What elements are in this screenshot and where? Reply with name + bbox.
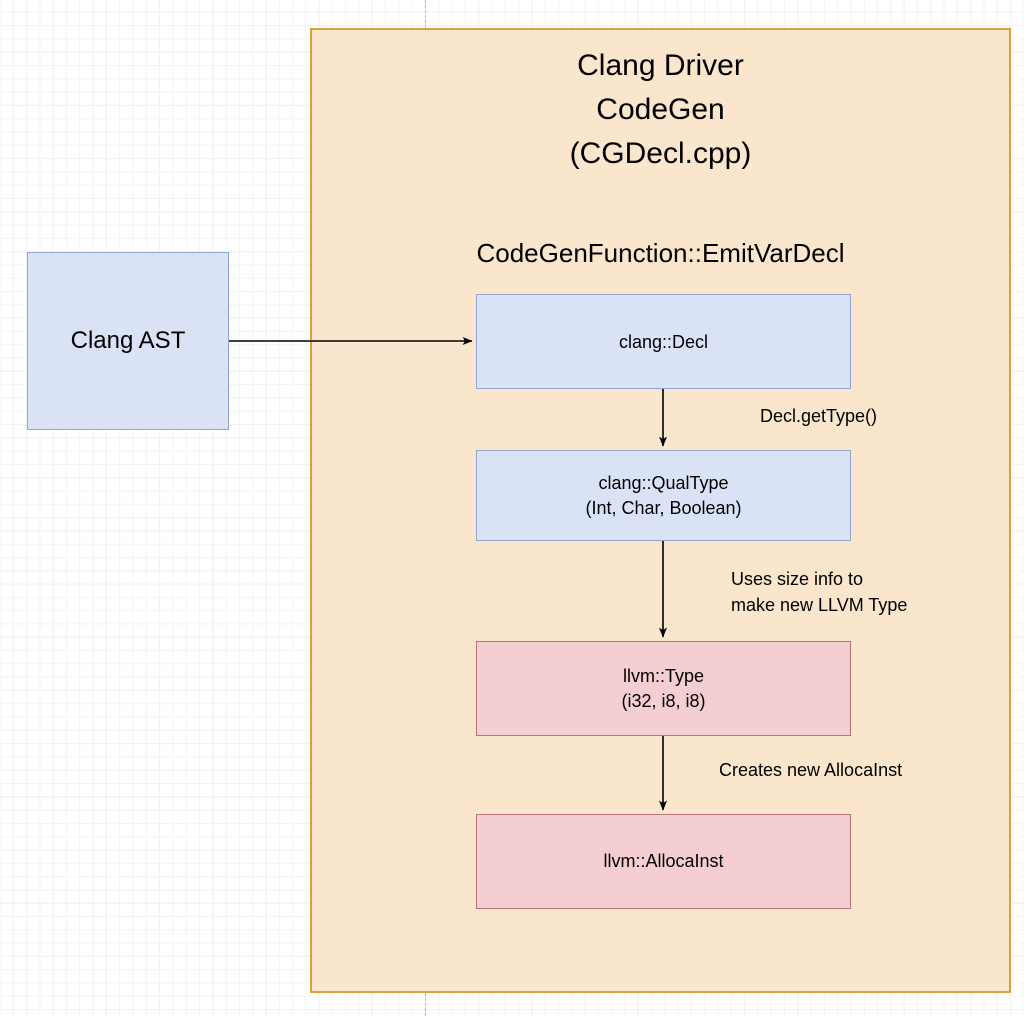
node-clang-decl[interactable]: clang::Decl — [476, 294, 851, 389]
edge-label-uses-size-info: Uses size info to make new LLVM Type — [731, 569, 908, 615]
node-llvm-allocainst[interactable]: llvm::AllocaInst — [476, 814, 851, 909]
node-clang-ast[interactable]: Clang AST — [27, 252, 229, 430]
node-clang-qualtype-label: clang::QualType (Int, Char, Boolean) — [585, 472, 742, 518]
node-clang-ast-label: Clang AST — [70, 327, 186, 354]
node-clang-qualtype[interactable]: clang::QualType (Int, Char, Boolean) — [476, 450, 851, 541]
container-subtitle: CodeGenFunction::EmitVarDecl — [476, 238, 845, 268]
node-llvm-type[interactable]: llvm::Type (i32, i8, i8) — [476, 641, 851, 736]
node-clang-decl-label: clang::Decl — [618, 331, 709, 352]
node-llvm-type-label: llvm::Type (i32, i8, i8) — [621, 665, 706, 711]
container-title: Clang Driver CodeGen (CGDecl.cpp) — [569, 49, 752, 170]
edge-label-creates-allocainst: Creates new AllocaInst — [719, 760, 903, 780]
node-llvm-allocainst-label: llvm::AllocaInst — [603, 851, 724, 871]
edge-label-decl-gettype: Decl.getType() — [760, 406, 878, 426]
